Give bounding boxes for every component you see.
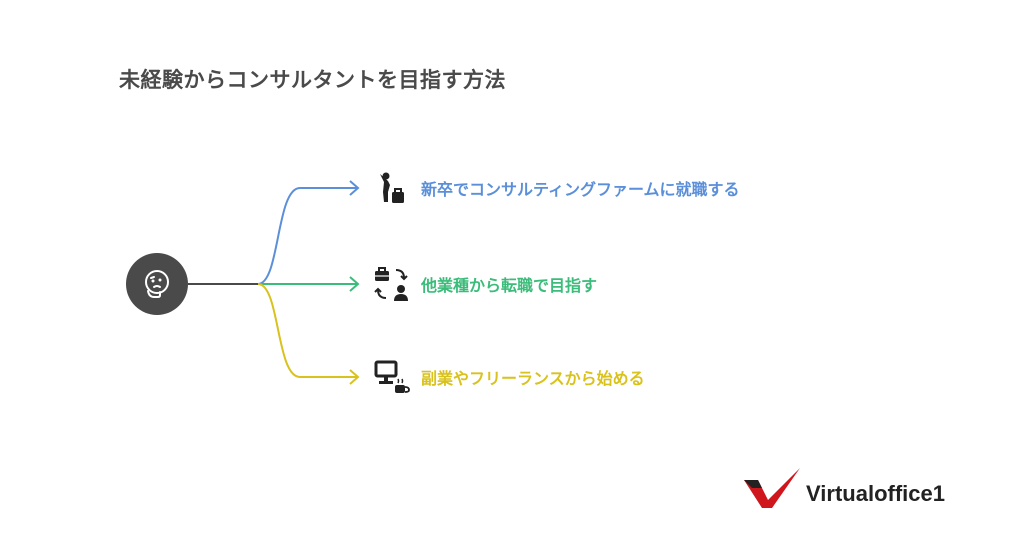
thinking-face-icon (145, 270, 169, 298)
logo-mark-icon (744, 468, 800, 508)
branch-line-1 (257, 187, 358, 285)
branch-arrow-2 (349, 276, 360, 292)
branch-arrow-1 (349, 180, 360, 196)
page-title: 未経験からコンサルタントを目指す方法 (119, 68, 506, 92)
logo-text: Virtualoffice1 (806, 481, 945, 506)
hub-circle (126, 253, 188, 315)
computer-and-coffee-icon (374, 360, 410, 393)
branch-arrow-3 (349, 369, 360, 385)
career-change-icon (374, 267, 408, 301)
branch-label-3: 副業やフリーランスから始める (421, 369, 645, 388)
branch-line-3 (257, 283, 358, 378)
person-with-briefcase-icon (380, 172, 404, 203)
virtualoffice1-logo: Virtualoffice1 (742, 466, 945, 510)
branch-label-1: 新卒でコンサルティングファームに就職する (421, 180, 740, 199)
branch-label-2: 他業種から転職で目指す (421, 276, 598, 295)
